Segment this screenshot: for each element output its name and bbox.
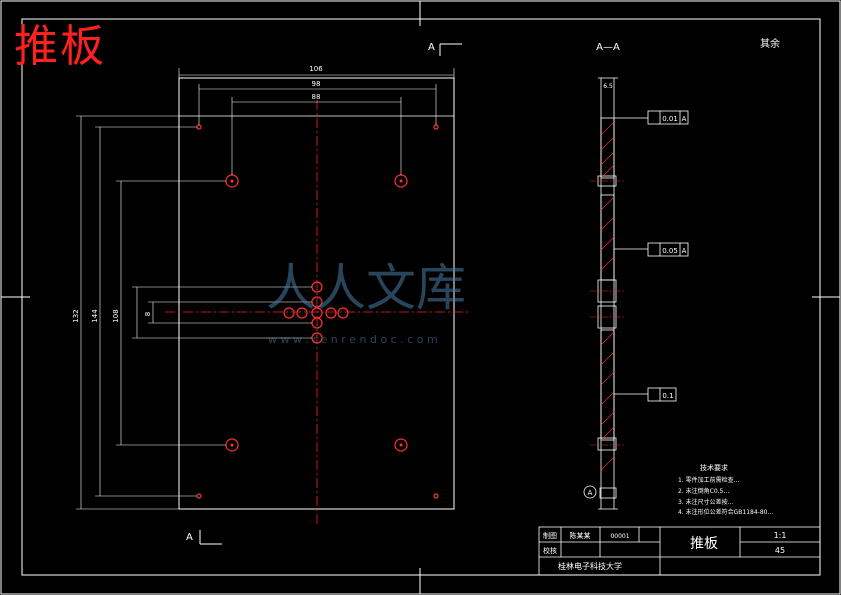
section-cut-markers (199, 43, 462, 545)
tech-req-item-4: 4. 未注形位公差符合GB1184-80… (678, 508, 773, 516)
dim-small: 8 (144, 312, 152, 316)
corner-hole-br (433, 493, 439, 499)
vertical-dimensions (76, 115, 312, 510)
tb-drawn-label: 制图 (543, 531, 557, 540)
tech-req-heading: 技术要求 (700, 463, 728, 472)
dim-height-144: 144 (91, 309, 99, 323)
tb-scale: 1:1 (774, 531, 787, 540)
parallelism-datum: A (682, 115, 687, 123)
corner-hole-tl (196, 124, 202, 130)
mount-hole-br (394, 438, 408, 452)
title-block (538, 526, 821, 576)
corner-hole-tr (433, 124, 439, 130)
tech-req-item-3: 3. 未注尺寸公差按… (678, 498, 734, 506)
center-hole-3 (296, 307, 308, 319)
section-centerlines (590, 180, 625, 446)
section-label-bottom: A (186, 532, 193, 543)
roughness-note: 其余 (760, 37, 780, 50)
section-view-heading: A—A (596, 42, 620, 53)
center-hole-5 (325, 307, 337, 319)
watermark-url: w w w . r e n r e n d o c . c o m (268, 333, 438, 346)
corner-hole-bl (196, 493, 202, 499)
tech-req-item-1: 1. 零件加工前需检查… (678, 476, 740, 484)
tb-part-name: 推板 (690, 536, 718, 552)
dim-hole-span-outer: 98 (312, 80, 321, 88)
perpendicularity-value: 0.05 (662, 247, 678, 255)
dim-hole-span-inner: 88 (312, 93, 321, 101)
horizontal-dimensions (178, 68, 455, 175)
tb-material: 45 (775, 546, 785, 555)
tb-check-label: 校核 (543, 546, 557, 555)
center-hole-6 (283, 307, 295, 319)
hole-centers (230, 179, 403, 447)
drawing-title: 推板 (14, 21, 106, 72)
tb-drawn-no: 00001 (610, 533, 629, 540)
plate-outline (178, 77, 455, 510)
watermark-text: 人人文库 (266, 259, 466, 317)
tb-school: 桂林电子科技大学 (558, 561, 622, 571)
tolerance-frames (583, 110, 689, 499)
dim-overall-height: 132 (72, 309, 80, 322)
dim-overall-width: 106 (309, 65, 323, 73)
tech-req-item-2: 2. 未注倒角C0.5… (678, 487, 729, 495)
section-label-top: A (428, 42, 435, 53)
section-hatch (600, 121, 615, 471)
dim-thickness: 6.5 (603, 83, 613, 90)
tb-drawn-name: 陈某某 (570, 531, 591, 540)
flatness-value: 0.1 (662, 392, 673, 400)
parallelism-value: 0.01 (662, 115, 678, 123)
center-hole-7 (337, 307, 349, 319)
perpendicularity-datum: A (682, 247, 687, 255)
dim-height-108: 108 (112, 309, 120, 322)
datum-symbol: A (588, 489, 593, 497)
